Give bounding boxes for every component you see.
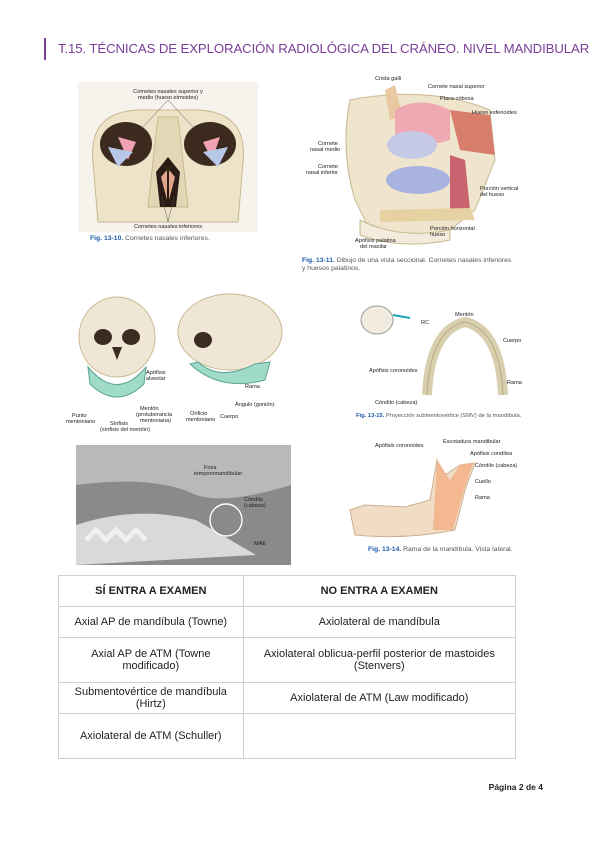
page-number: Página 2 de 4 xyxy=(488,782,543,792)
label-condilea: Apófisis condílea xyxy=(470,451,513,457)
figure-sectional-view: Crista galli Cornete nasal superior Plac… xyxy=(300,70,535,255)
caption-fig-13-14: Fig. 13-14. Rama de la mandíbula. Vista … xyxy=(368,546,513,553)
label-rama-smv: Rama xyxy=(507,380,523,386)
page-header: T.15. TÉCNICAS DE EXPLORACIÓN RADIOLÓGIC… xyxy=(44,38,590,60)
table-cell xyxy=(242,713,517,759)
label-cornete-sup: Cornete nasal superior xyxy=(428,84,485,90)
figure-ramus-lateral: Apófisis coronoides Escotadura mandibula… xyxy=(345,435,535,545)
label-hueso-esfenoides: Hueso esfenoides xyxy=(472,110,517,116)
caption-fig-13-10: Fig. 13-10. Cornetes nasales inferiores. xyxy=(90,235,210,242)
header-no-entra: NO ENTRA A EXAMEN xyxy=(242,575,517,607)
table-cell: Axiolateral de mandíbula xyxy=(242,606,517,638)
label-sinfisis: Sínfisis(sínfisis del mentón) xyxy=(100,421,150,433)
table-cell: Axiolateral oblicua-perfil posterior de … xyxy=(242,637,517,683)
sectional-illustration: Crista galli Cornete nasal superior Plac… xyxy=(300,70,535,255)
label-menton-smv: Mentón xyxy=(455,312,474,318)
table-cell: Axial AP de mandíbula (Towne) xyxy=(58,606,244,638)
label-mae: MAE xyxy=(254,541,266,547)
table-cell: Axial AP de ATM (Towne modificado) xyxy=(58,637,244,683)
table-row: Submentovértice de mandíbula (Hirtz) Axi… xyxy=(58,682,517,714)
table-row: Axial AP de ATM (Towne modificado) Axiol… xyxy=(58,637,517,683)
table-row: Axiolateral de ATM (Schuller) xyxy=(58,713,517,759)
label-rama: Rama xyxy=(245,384,261,390)
label-rama-lat: Rama xyxy=(475,495,491,501)
label-condilo: Cóndilo (cabeza) xyxy=(475,463,517,469)
label-cornetes-inf: Cornetes nasales inferiores xyxy=(134,224,202,230)
table-cell: Axiolateral de ATM (Schuller) xyxy=(58,713,244,759)
label-cuerpo: Cuerpo xyxy=(220,414,238,420)
caption-fig-13-15: Fig. 13-15. Proyección submentovértice (… xyxy=(356,413,522,419)
label-condilo-photo: Cóndilo(cabeza) xyxy=(244,497,266,509)
table-header-row: SÍ ENTRA A EXAMEN NO ENTRA A EXAMEN xyxy=(58,575,517,607)
label-crista-galli: Crista galli xyxy=(375,76,401,82)
header-si-entra: SÍ ENTRA A EXAMEN xyxy=(58,575,244,607)
label-escotadura: Escotadura mandibular xyxy=(443,439,501,445)
label-rc: RC xyxy=(421,320,429,326)
label-coronoides-smv: Apófisis coronoides xyxy=(369,368,418,374)
figure-smv-mandible: RC Mentón Cuerpo Apófisis coronoides Ram… xyxy=(355,300,530,420)
caption-fig-13-11: Fig. 13-11. Dibujo de una vista secciona… xyxy=(302,257,512,272)
label-cuello: Cuello xyxy=(475,479,491,485)
page-title: T.15. TÉCNICAS DE EXPLORACIÓN RADIOLÓGIC… xyxy=(58,41,590,56)
label-cuerpo-smv: Cuerpo xyxy=(503,338,521,344)
label-placa-cribosa: Placa cribosa xyxy=(440,96,474,102)
table-row: Axial AP de mandíbula (Towne) Axiolatera… xyxy=(58,606,517,638)
exam-table: SÍ ENTRA A EXAMEN NO ENTRA A EXAMEN Axia… xyxy=(58,575,517,759)
label-coronoides: Apófisis coronoides xyxy=(375,443,424,449)
label-angulo: Ángulo (gonión) xyxy=(235,401,275,408)
table-cell: Axiolateral de ATM (Law modificado) xyxy=(242,682,517,714)
table-cell: Submentovértice de mandíbula (Hirtz) xyxy=(58,682,244,714)
ramus-illustration: Apófisis coronoides Escotadura mandibula… xyxy=(345,435,535,545)
smv-illustration: RC Mentón Cuerpo Apófisis coronoides Ram… xyxy=(355,300,530,420)
label-condilo-smv: Cóndilo (cabeza) xyxy=(375,400,417,406)
